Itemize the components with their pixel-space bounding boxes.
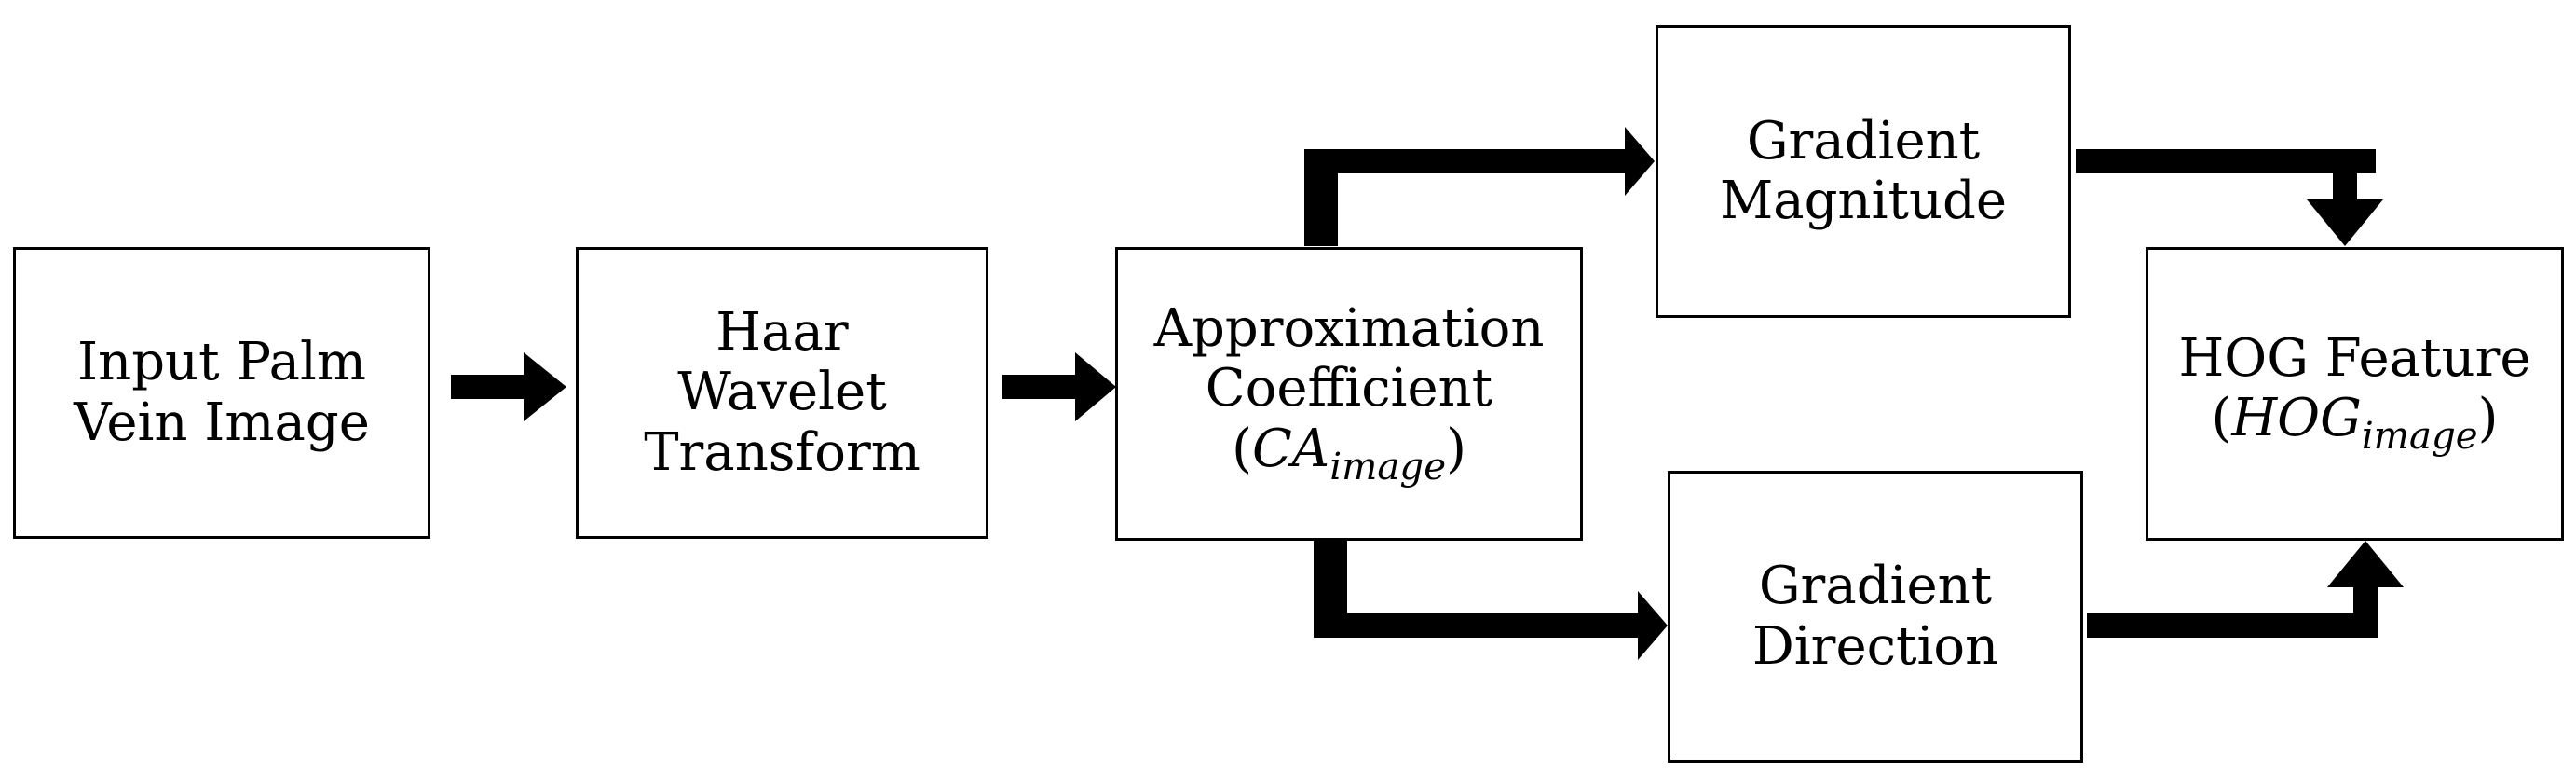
arrow-input-to-haar <box>451 352 566 421</box>
node-approx-line-2: Coefficient <box>1205 358 1493 420</box>
node-hog-math-sub: image <box>2361 414 2478 459</box>
node-grad-mag-line-1: Gradient <box>1746 110 1981 172</box>
node-gradient-magnitude: Gradient Magnitude <box>1656 25 2071 318</box>
arrow-gradient-direction-to-hog <box>2087 541 2404 638</box>
arrow-approx-to-gradient-direction <box>1314 541 1668 660</box>
node-approx-math: (CAimage) <box>1232 418 1466 488</box>
node-hog-math: (HOGimage) <box>2211 388 2499 459</box>
node-approx-line-1: Approximation <box>1153 297 1545 359</box>
node-approx-math-sub: image <box>1329 444 1447 488</box>
node-input-line-2: Vein Image <box>74 392 370 453</box>
node-haar-line-3: Transform <box>644 421 920 483</box>
node-haar-line-1: Haar <box>716 301 849 363</box>
node-approximation-coefficient: Approximation Coefficient (CAimage) <box>1115 247 1583 541</box>
node-input-palm-vein-image: Input Palm Vein Image <box>13 247 430 539</box>
node-input-line-1: Input Palm <box>77 332 366 393</box>
node-hog-math-base: HOG <box>2231 388 2362 449</box>
node-haar-line-2: Wavelet <box>677 362 887 423</box>
node-grad-dir-line-1: Gradient <box>1758 556 1993 617</box>
node-hog-line-1: HOG Feature <box>2178 328 2531 390</box>
node-approx-math-base: CA <box>1251 418 1330 479</box>
arrow-approx-to-gradient-magnitude <box>1304 127 1655 246</box>
arrow-gradient-magnitude-to-hog <box>2076 149 2383 246</box>
node-hog-feature: HOG Feature (HOGimage) <box>2146 247 2564 541</box>
node-haar-wavelet-transform: Haar Wavelet Transform <box>576 247 988 539</box>
node-grad-mag-line-2: Magnitude <box>1719 171 2008 231</box>
arrow-haar-to-approx <box>1002 352 1116 421</box>
node-gradient-direction: Gradient Direction <box>1668 471 2083 763</box>
node-grad-dir-line-2: Direction <box>1751 615 1999 677</box>
